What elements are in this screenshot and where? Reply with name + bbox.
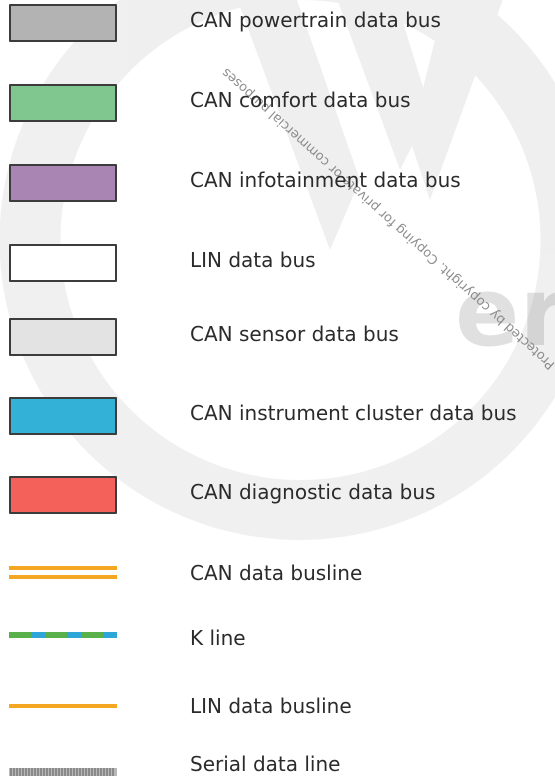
can-instrument-cluster-swatch bbox=[9, 397, 117, 435]
legend-label: LIN data bus bbox=[190, 248, 316, 272]
can-powertrain-swatch bbox=[9, 4, 117, 42]
legend-label: CAN sensor data bus bbox=[190, 322, 399, 346]
legend-label: CAN powertrain data bus bbox=[190, 8, 441, 32]
legend-item-can-data-busline: CAN data busline bbox=[0, 553, 555, 609]
double-line-swatch-lower bbox=[9, 575, 117, 579]
legend-item-serial-data-line: Serial data line bbox=[0, 750, 555, 779]
legend-label: CAN data busline bbox=[190, 561, 363, 585]
legend-label: LIN data busline bbox=[190, 694, 352, 718]
legend-item-can-sensor: CAN sensor data bus bbox=[0, 314, 555, 370]
legend-item-can-infotainment: CAN infotainment data bus bbox=[0, 160, 555, 216]
legend-label: K line bbox=[190, 626, 246, 650]
can-comfort-swatch bbox=[9, 84, 117, 122]
legend-item-can-instrument-cluster: CAN instrument cluster data bus bbox=[0, 393, 555, 449]
can-infotainment-swatch bbox=[9, 164, 117, 202]
legend-label: Serial data line bbox=[190, 752, 341, 776]
legend-item-lin-data-busline: LIN data busline bbox=[0, 686, 555, 742]
legend-item-lin-data-bus: LIN data bus bbox=[0, 240, 555, 296]
double-line-swatch bbox=[9, 566, 117, 570]
legend-item-can-comfort: CAN comfort data bus bbox=[0, 80, 555, 136]
can-diagnostic-swatch bbox=[9, 476, 117, 514]
legend-item-can-diagnostic: CAN diagnostic data bus bbox=[0, 472, 555, 528]
legend-item-k-line: K line bbox=[0, 618, 555, 674]
dashed-line-swatch bbox=[9, 632, 117, 638]
legend-label: CAN instrument cluster data bus bbox=[190, 401, 517, 425]
hatched-line-swatch bbox=[9, 768, 117, 776]
legend-label: CAN diagnostic data bus bbox=[190, 480, 436, 504]
lin-data-bus-swatch bbox=[9, 244, 117, 282]
single-line-swatch bbox=[9, 704, 117, 708]
legend-label: CAN comfort data bus bbox=[190, 88, 411, 112]
legend-item-can-powertrain: CAN powertrain data bus bbox=[0, 0, 555, 56]
legend-label: CAN infotainment data bus bbox=[190, 168, 461, 192]
can-sensor-swatch bbox=[9, 318, 117, 356]
